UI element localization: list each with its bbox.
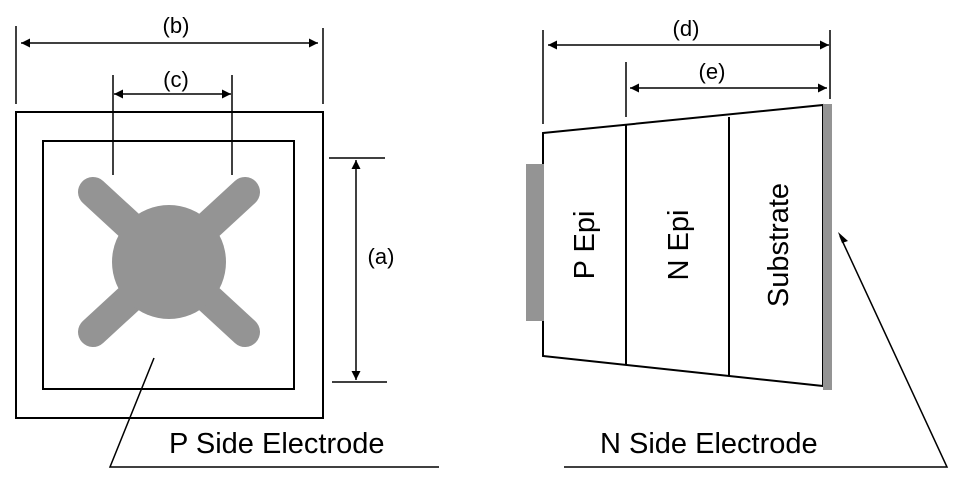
dimension-e: (e) — [625, 59, 827, 117]
p-side-electrode-label: P Side Electrode — [169, 428, 385, 460]
p-side-electrode — [78, 177, 260, 347]
dimension-a: (a) — [329, 157, 395, 383]
layer-label-substrate: Substrate — [763, 183, 795, 307]
chip-inner-outline — [42, 140, 295, 390]
p-side-electrode-edge — [526, 164, 544, 321]
leader-arrowhead — [838, 232, 848, 243]
n-side-electrode — [823, 104, 832, 390]
layer-label-p-epi: P Epi — [569, 211, 601, 280]
top-view: (b) (c) (a) P Side Electrode — [15, 13, 439, 468]
chip-outer-outline — [15, 111, 324, 419]
layer-label-n-epi: N Epi — [663, 210, 695, 281]
p-side-callout: P Side Electrode — [108, 357, 439, 468]
dimension-label-d: (d) — [673, 16, 700, 41]
dimension-b: (b) — [15, 13, 324, 104]
n-side-callout: N Side Electrode — [564, 232, 949, 468]
leader-line — [108, 357, 439, 468]
side-view: P Epi N Epi Substrate (d) (e) N Side Ele… — [526, 16, 949, 468]
dimension-label-a: (a) — [368, 244, 395, 269]
leader-line — [564, 235, 949, 468]
n-side-electrode-label: N Side Electrode — [600, 428, 818, 460]
dimension-label-c: (c) — [163, 67, 189, 92]
electrode-pad — [112, 205, 226, 319]
dimension-label-e: (e) — [699, 59, 726, 84]
dimension-d: (d) — [542, 16, 831, 124]
dimension-c: (c) — [112, 67, 233, 175]
dimension-label-b: (b) — [163, 13, 190, 38]
